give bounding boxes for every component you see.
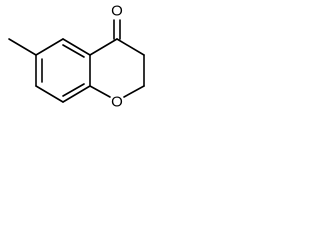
bond-c7-c8 (35, 85, 64, 103)
benzene-ring (35, 38, 91, 103)
bond-c4a-c4 (89, 38, 118, 56)
carbonyl-oxygen-label: O (111, 3, 123, 20)
bond-c5-c6 (35, 38, 64, 56)
pyranone-ring (89, 38, 145, 98)
bond-c4-c3 (116, 38, 145, 56)
bond-o1-c8a (89, 85, 111, 98)
bond-c4a-c5 (62, 38, 91, 56)
double-bond-c4a-c5 (62, 44, 85, 58)
bond-c2-o1 (123, 85, 145, 98)
chemical-structure: O O (8, 3, 145, 111)
bond-c8-c8a (62, 85, 91, 103)
ring-oxygen-label: O (111, 94, 123, 111)
double-bond-c8-c8a (62, 83, 85, 97)
methyl-bond (8, 38, 37, 56)
